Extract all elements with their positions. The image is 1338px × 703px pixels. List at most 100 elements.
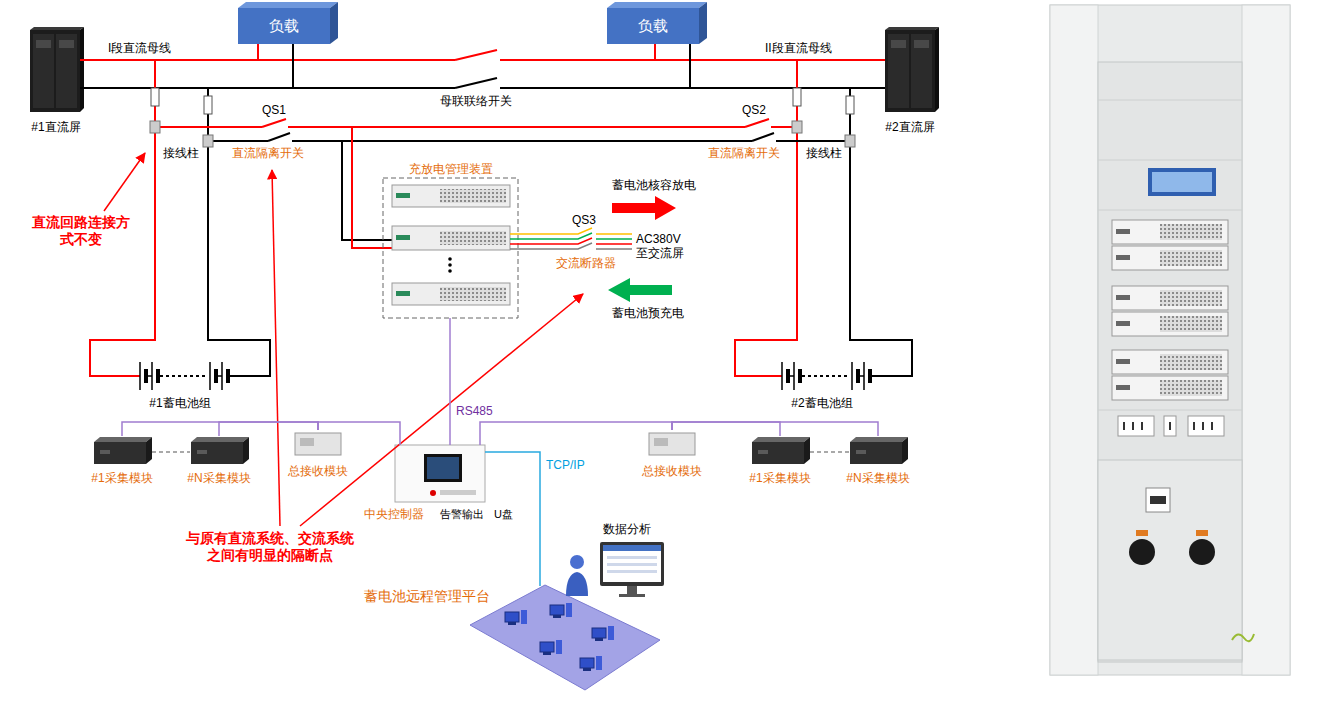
controller-device bbox=[395, 445, 485, 502]
dc-cabinet-icon bbox=[33, 34, 54, 108]
cabinet-photo bbox=[1050, 5, 1290, 675]
flow-arrow bbox=[612, 196, 676, 220]
charger-rack bbox=[383, 178, 518, 318]
cabinet-photo bbox=[1129, 539, 1155, 565]
connector bbox=[122, 422, 318, 436]
dc-bus bbox=[80, 44, 885, 88]
battery-symbol bbox=[782, 362, 864, 390]
callout-note: 与原有直流系统、交流系统之间有明显的隔断点 bbox=[180, 530, 360, 564]
callout-arrow bbox=[272, 170, 280, 526]
node-text: #1蓄电池组 bbox=[149, 396, 210, 410]
terminal-post bbox=[150, 121, 160, 133]
battery-symbol bbox=[140, 362, 222, 390]
switch-id: QS1 bbox=[262, 103, 286, 117]
cabinet-photo bbox=[1160, 290, 1222, 306]
cabinet-photo bbox=[1160, 380, 1222, 396]
controller-device bbox=[424, 454, 462, 482]
cabinet-photo bbox=[1112, 220, 1228, 244]
dc-cabinet: #2直流屏 bbox=[877, 28, 943, 136]
charger-rack bbox=[440, 189, 506, 203]
port-label: U盘 bbox=[494, 508, 513, 521]
switch-label: 直流隔离开关 bbox=[708, 146, 780, 160]
controller-device bbox=[430, 490, 436, 496]
platform-figure bbox=[553, 615, 561, 618]
battery-symbol bbox=[802, 375, 850, 377]
monitor-figure bbox=[619, 594, 645, 597]
node-text: #N采集模块 bbox=[846, 471, 909, 485]
dc-cabinet-icon bbox=[885, 27, 939, 112]
platform-figure bbox=[540, 642, 554, 652]
switch-label: 直流隔离开关 bbox=[232, 146, 304, 160]
platform-figure bbox=[608, 626, 614, 640]
collector-device bbox=[197, 450, 207, 454]
connector bbox=[219, 422, 318, 436]
monitor-figure bbox=[600, 542, 664, 586]
receiver-device bbox=[649, 433, 695, 455]
monitor-figure bbox=[603, 545, 661, 551]
platform-figure bbox=[595, 638, 603, 641]
dc-cabinet-icon bbox=[935, 27, 939, 112]
load-box: 负载 bbox=[607, 8, 699, 44]
ac-wire bbox=[510, 243, 632, 249]
monitor-figure bbox=[603, 545, 661, 582]
ac-wire bbox=[510, 238, 632, 244]
cabinet-photo bbox=[1112, 376, 1228, 400]
dc-bus bbox=[80, 87, 885, 89]
collector-device bbox=[804, 437, 810, 464]
charge-discharge-unit: 充放电管理装置 bbox=[383, 160, 518, 318]
switch-id: QS2 bbox=[742, 103, 766, 117]
dc-wire bbox=[160, 126, 792, 128]
ac-wire bbox=[510, 233, 632, 239]
cabinet-photo bbox=[1160, 250, 1222, 266]
cabinet-photo bbox=[1112, 246, 1228, 270]
cabinet-photo bbox=[1116, 385, 1130, 390]
platform-figure bbox=[505, 612, 519, 622]
platform-figure bbox=[470, 585, 660, 690]
connector bbox=[318, 422, 400, 445]
person-figure bbox=[570, 555, 584, 569]
platform-figure bbox=[508, 622, 516, 625]
controller-device bbox=[395, 445, 485, 502]
receiver-device bbox=[654, 438, 668, 446]
node-text: 负载 bbox=[638, 17, 668, 35]
receiver-device bbox=[295, 433, 341, 455]
node-text: 蓄电池远程管理平台 bbox=[364, 588, 490, 605]
bus-label: I段直流母线 bbox=[108, 41, 171, 55]
node-text: 负载 bbox=[269, 17, 299, 35]
dc-bus bbox=[293, 44, 690, 88]
platform-figure bbox=[556, 640, 562, 654]
battery-symbol bbox=[160, 375, 208, 377]
person-figure bbox=[566, 572, 588, 596]
dc-cabinet-icon bbox=[911, 34, 932, 108]
node-text: #1采集模块 bbox=[749, 471, 810, 485]
collector-device bbox=[758, 450, 768, 454]
charger-rack bbox=[392, 185, 510, 207]
charger-rack bbox=[440, 287, 506, 301]
charger-rack bbox=[448, 269, 452, 273]
figure-label: 数据分析 bbox=[603, 522, 651, 536]
node-text: #1采集模块 bbox=[91, 471, 152, 485]
monitor-figure bbox=[600, 542, 664, 597]
node-text: 总接收模块 bbox=[642, 464, 702, 478]
platform-figure bbox=[521, 610, 527, 624]
dc-cabinet-icon bbox=[885, 30, 935, 112]
cabinet-photo bbox=[1232, 634, 1254, 641]
terminal-post bbox=[203, 135, 213, 147]
dc-cabinet-icon bbox=[888, 34, 909, 108]
platform-figure bbox=[566, 603, 572, 617]
collector-device bbox=[94, 437, 152, 442]
dc-cabinet-icon bbox=[30, 30, 80, 112]
signal-label: RS485 bbox=[456, 404, 493, 418]
connector bbox=[449, 318, 451, 445]
connector bbox=[485, 452, 540, 586]
signal-label: TCP/IP bbox=[546, 458, 585, 472]
collector-device bbox=[850, 437, 908, 442]
platform-figure bbox=[580, 658, 594, 668]
fuse-symbol bbox=[846, 96, 854, 114]
cabinet-photo bbox=[1116, 229, 1130, 234]
remote-platform: 蓄电池远程管理平台 bbox=[362, 586, 662, 694]
node-text: 中央控制器 bbox=[364, 507, 424, 521]
charger-rack bbox=[396, 235, 410, 240]
